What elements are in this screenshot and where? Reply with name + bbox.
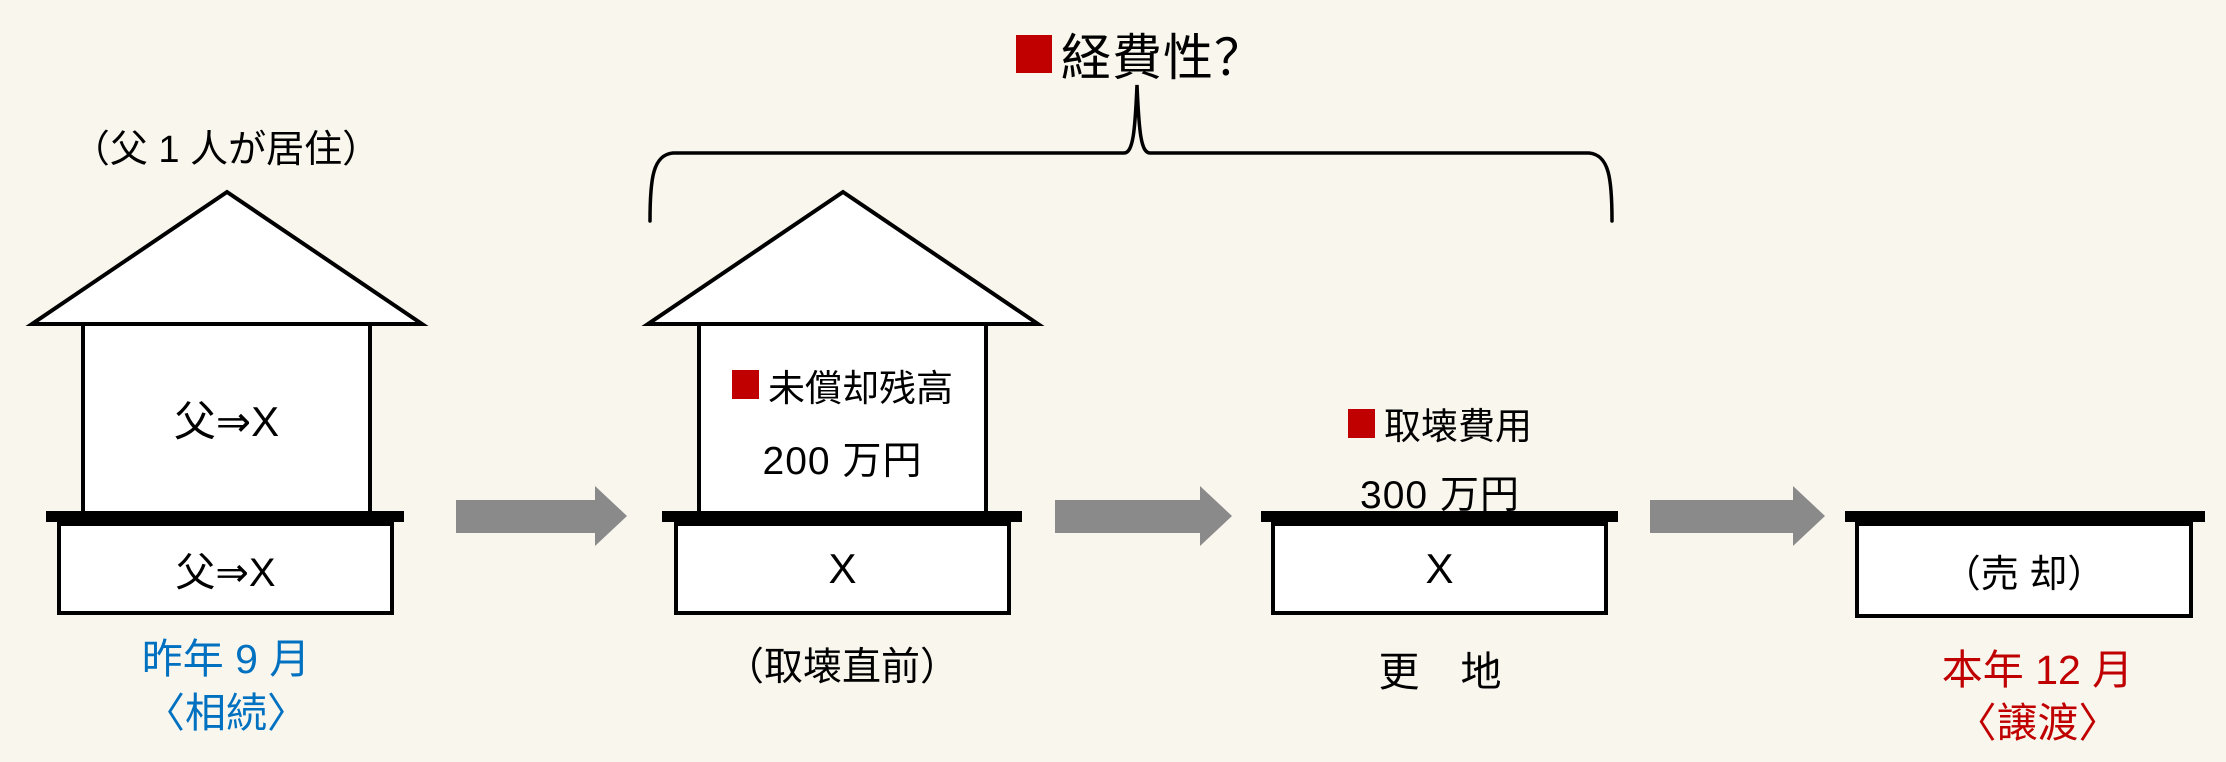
stage2-ground-bar [662, 511, 1022, 522]
stage2-note-line1: 未償却残高 [732, 358, 953, 412]
stage1-house-label: 父⇒X [173, 398, 280, 445]
red-square-icon [732, 370, 759, 399]
stage4-land-label: （売 却） [1942, 553, 2106, 596]
stage3-land-plot: X [1271, 522, 1608, 615]
stage2-land-label: X [828, 544, 857, 592]
stage3-ground-bar [1261, 511, 1618, 522]
stage2-house-body: 未償却残高 200 万円 [697, 326, 988, 511]
stage4-date-caption: 本年 12 月 〈譲渡〉 [1875, 644, 2200, 750]
stage2-note-amount: 200 万円 [762, 439, 923, 483]
stage3-land-label: X [1425, 544, 1454, 592]
page-title: 経費性？ [1016, 18, 1265, 90]
red-square-icon [1016, 35, 1052, 73]
stage3-note-label: 取壊費用 [1384, 406, 1532, 447]
stage1-date-caption: 昨年 9 月 〈相続〉 [31, 632, 421, 740]
stage1-date-line2: 〈相続〉 [144, 690, 308, 736]
brace-icon [648, 84, 1614, 223]
stage1-house-body: 父⇒X [81, 326, 372, 511]
stage1-land-label: 父⇒X [175, 550, 276, 595]
page-title-label: 経費性？ [1061, 30, 1265, 86]
stage3-note-line1: 取壊費用 [1287, 396, 1593, 450]
red-square-icon [1348, 408, 1375, 438]
stage1-date-line1: 昨年 9 月 [141, 636, 311, 682]
stage1-land-plot: 父⇒X [57, 522, 394, 615]
stage3-bottom-caption: 更 地 [1378, 649, 1502, 695]
stage1-top-caption: （父 1 人が居住） [71, 129, 381, 171]
stage2-note-label: 未償却残高 [768, 367, 953, 409]
flow-arrow-icon-2 [1055, 486, 1232, 546]
house-roof-stage2 [641, 189, 1045, 326]
stage2-bottom-caption: （取壊直前） [724, 646, 959, 689]
flow-arrow-icon-3 [1650, 486, 1825, 546]
stage4-date-line2: 〈譲渡〉 [1955, 700, 2120, 746]
stage4-date-line1: 本年 12 月 [1941, 647, 2134, 693]
stage2-land-plot: X [674, 522, 1011, 615]
stage4-ground-bar [1845, 511, 2205, 522]
house-roof-stage1 [25, 189, 429, 326]
flow-arrow-icon-1 [456, 486, 627, 546]
stage3-note: 取壊費用 300 万円 [1287, 396, 1593, 520]
stage4-land-plot: （売 却） [1855, 522, 2193, 618]
stage3-note-amount: 300 万円 [1360, 474, 1520, 517]
stage1-ground-bar [46, 511, 404, 522]
